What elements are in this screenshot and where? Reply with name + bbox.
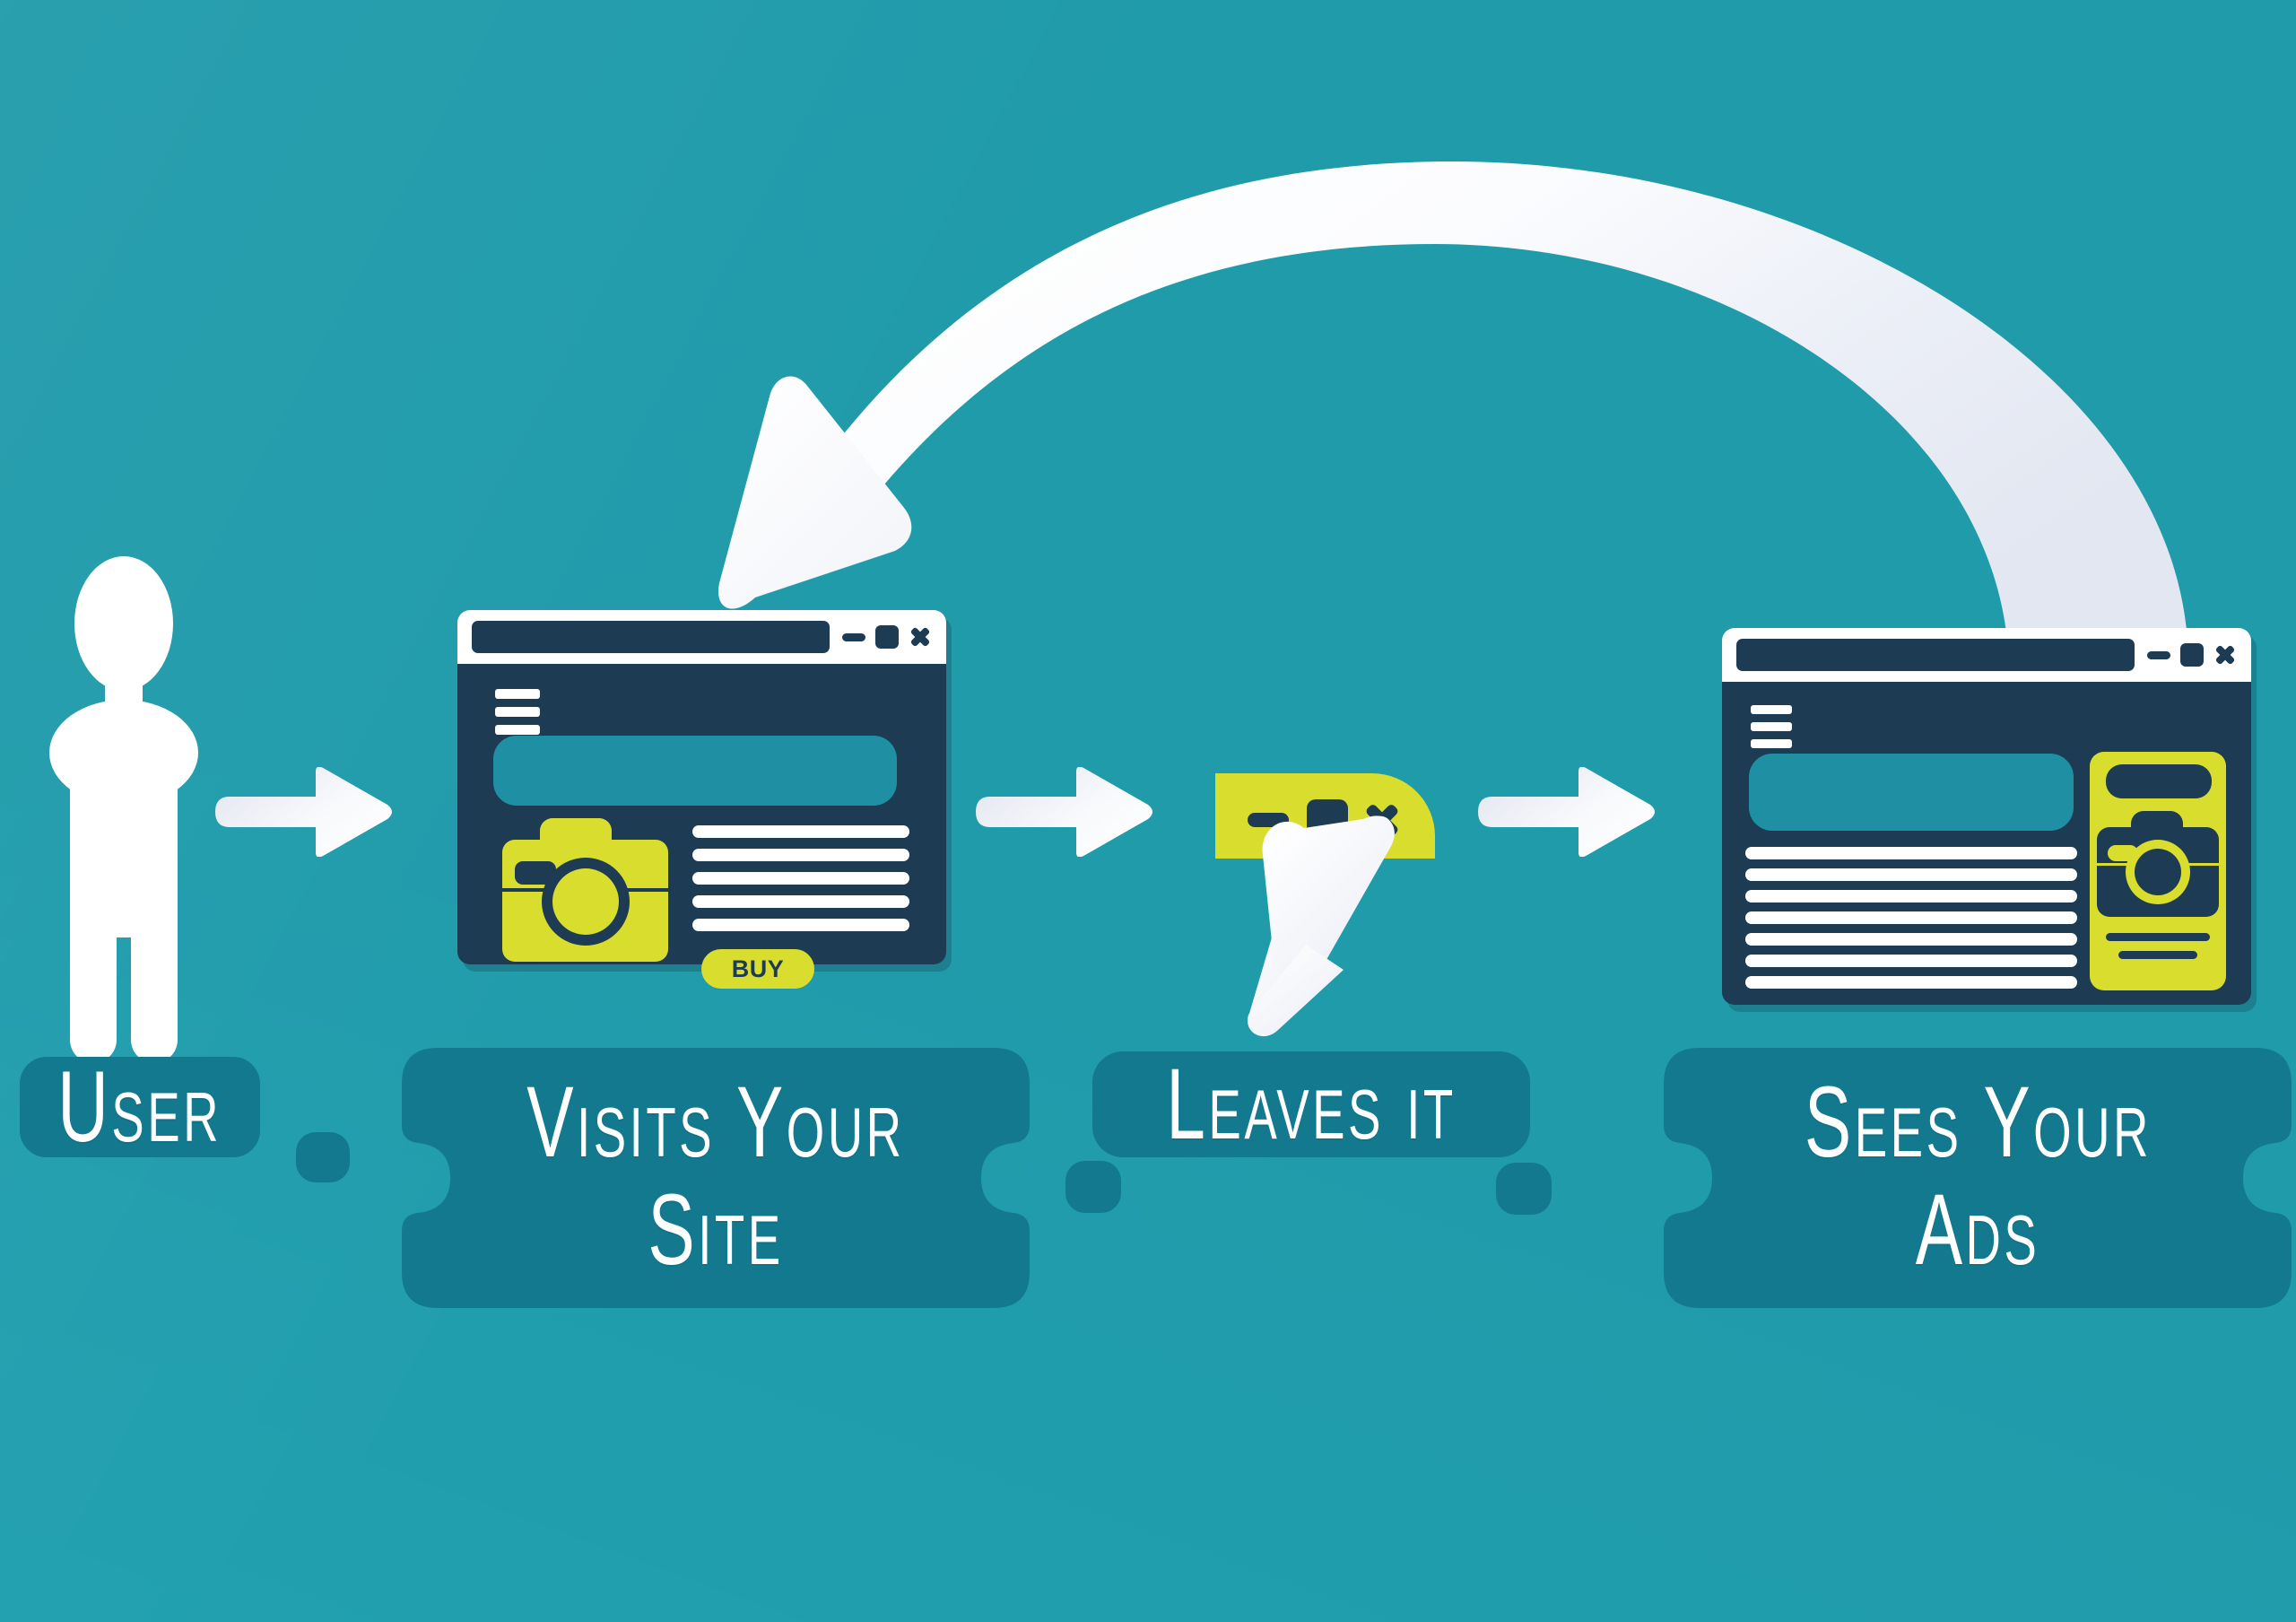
ads-text-line xyxy=(1745,847,2077,859)
site-hero-banner xyxy=(493,736,897,806)
separator-dot xyxy=(1496,1163,1552,1215)
label-plate-leaves-it xyxy=(1092,1051,1530,1157)
step-label-leaves-it-text: Leaves it xyxy=(1166,1047,1457,1160)
label-plate-visits-site xyxy=(402,1048,1030,1308)
ads-text-line xyxy=(1745,955,2077,967)
step-label-sees-ads-text-1: Sees Your xyxy=(1804,1065,2152,1178)
flow-arrow-1-icon xyxy=(215,767,395,857)
label-plate-sees-ads xyxy=(1664,1048,2292,1308)
site-browser-window[interactable]: BUY xyxy=(457,610,946,989)
step-label-sees-ads-text-2: Ads xyxy=(1915,1173,2040,1286)
step-label-visits-site-text-1: Visits Your xyxy=(526,1065,905,1178)
site-text-line xyxy=(692,895,909,908)
ads-text-line xyxy=(1745,868,2077,881)
buy-button[interactable]: BUY xyxy=(701,949,814,989)
step-label-user-text: User xyxy=(57,1050,222,1163)
flow-arrow-3-icon xyxy=(1478,767,1657,857)
curved-retarget-arrow-icon xyxy=(664,161,2242,664)
camera-icon xyxy=(2097,811,2219,917)
ads-text-line xyxy=(1745,890,2077,903)
step-label-visits-site-text-2: Site xyxy=(648,1173,784,1286)
site-text-line xyxy=(692,825,909,838)
site-text-line xyxy=(692,872,909,885)
step-label-sees-ads-line2: Ads xyxy=(1664,1172,2292,1288)
separator-dot xyxy=(296,1132,350,1182)
ads-browser-titlebar xyxy=(1722,628,2251,682)
ads-text-line xyxy=(1745,976,2077,989)
hamburger-menu-icon[interactable] xyxy=(1751,705,1792,748)
ad-panel[interactable] xyxy=(2090,752,2226,990)
site-text-line xyxy=(692,919,909,931)
close-icon[interactable] xyxy=(909,625,932,649)
step-label-leaves-it: Leaves it xyxy=(1092,1051,1530,1157)
ads-browser-window[interactable] xyxy=(1722,628,2251,1005)
separator-dot xyxy=(1065,1161,1121,1213)
site-text-line xyxy=(692,849,909,861)
step-label-sees-ads-line1: Sees Your xyxy=(1664,1064,2292,1181)
leave-site-chip[interactable] xyxy=(1215,773,1435,859)
minimize-icon[interactable] xyxy=(2147,650,2170,659)
site-url-bar[interactable] xyxy=(472,621,830,653)
step-label-visits-site-line1: Visits Your xyxy=(402,1064,1030,1181)
ad-headline-bar xyxy=(2106,764,2212,798)
user-person-icon xyxy=(49,556,211,1063)
ad-caption-line xyxy=(2118,951,2197,959)
ads-url-bar[interactable] xyxy=(1736,639,2135,671)
step-label-visits-site-line2: Site xyxy=(402,1172,1030,1288)
close-icon[interactable] xyxy=(2213,643,2237,667)
cursor-arrow-icon xyxy=(1238,812,1435,1045)
ad-caption-line xyxy=(2106,933,2210,941)
maximize-icon[interactable] xyxy=(875,625,899,649)
hamburger-menu-icon[interactable] xyxy=(495,689,540,735)
step-label-user: User xyxy=(20,1050,260,1163)
minimize-icon[interactable] xyxy=(842,632,865,641)
site-browser-titlebar xyxy=(457,610,946,664)
maximize-icon[interactable] xyxy=(2180,643,2204,667)
ads-hero-banner xyxy=(1749,754,2074,831)
flow-arrow-2-icon xyxy=(976,767,1155,857)
label-plate-user xyxy=(20,1057,260,1157)
ads-text-line xyxy=(1745,933,2077,946)
camera-icon xyxy=(502,818,668,962)
ads-text-line xyxy=(1745,911,2077,924)
